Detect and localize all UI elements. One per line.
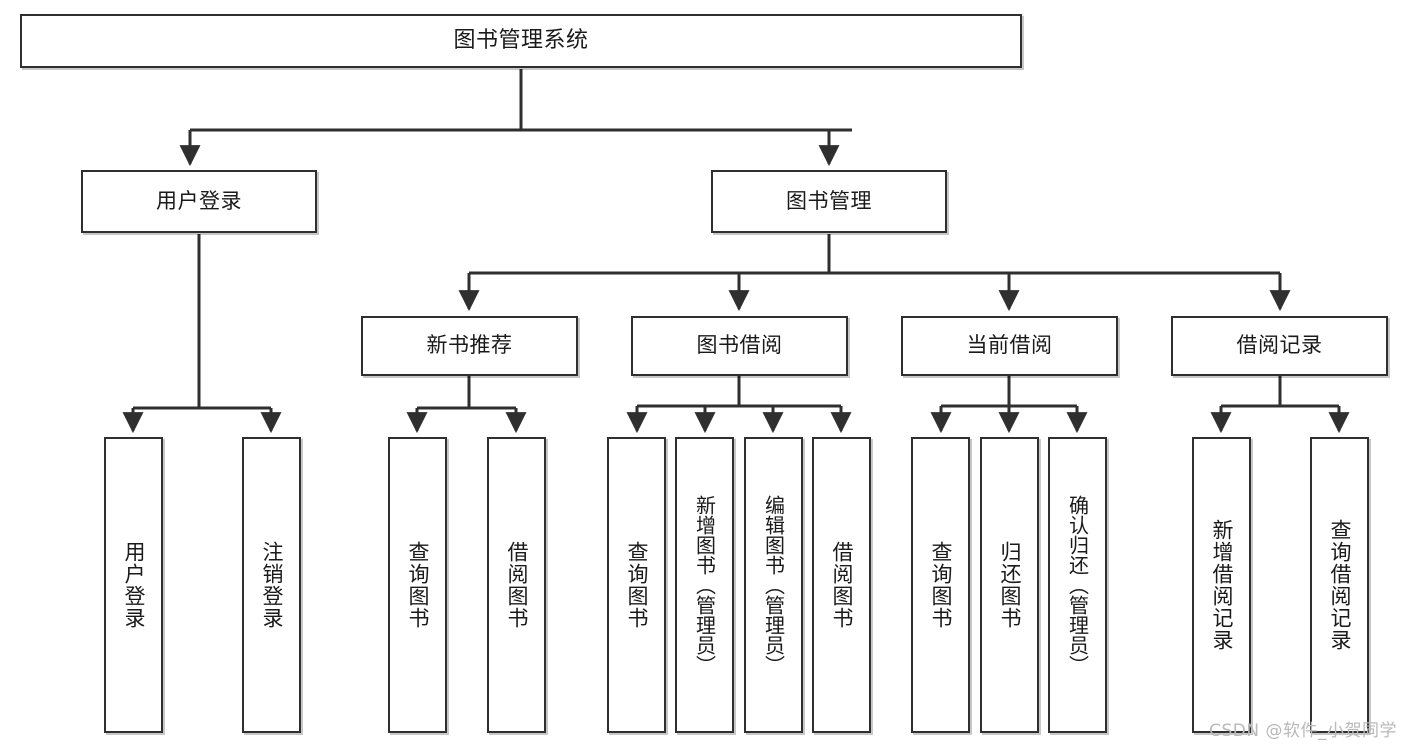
- node-user-login[interactable]: 用户登录: [81, 170, 317, 233]
- leaf-user-login-label: 用户登录: [122, 541, 146, 629]
- leaf-query-book-borrow[interactable]: 查询图书: [607, 437, 666, 733]
- leaf-query-book-current[interactable]: 查询图书: [911, 437, 970, 733]
- leaf-add-book-admin[interactable]: 新增图书（管理员）: [675, 437, 734, 733]
- leaf-logout-label: 注销登录: [260, 541, 284, 629]
- node-book-management[interactable]: 图书管理: [711, 170, 947, 233]
- node-borrow-record[interactable]: 借阅记录: [1171, 316, 1388, 376]
- leaf-query-book-borrow-label: 查询图书: [625, 541, 649, 629]
- leaf-add-borrow-record[interactable]: 新增借阅记录: [1192, 437, 1251, 733]
- node-user-login-label: 用户登录: [156, 188, 242, 213]
- node-new-book-recommend[interactable]: 新书推荐: [361, 316, 578, 376]
- leaf-borrow-book-borrow[interactable]: 借阅图书: [812, 437, 871, 733]
- leaf-query-book-recommend[interactable]: 查询图书: [388, 437, 447, 733]
- node-current-borrow[interactable]: 当前借阅: [901, 316, 1118, 376]
- leaf-query-borrow-record[interactable]: 查询借阅记录: [1310, 437, 1369, 733]
- leaf-confirm-return-admin[interactable]: 确认归还（管理员）: [1048, 437, 1107, 733]
- leaf-return-book[interactable]: 归还图书: [980, 437, 1039, 733]
- node-borrow-record-label: 借阅记录: [1236, 333, 1323, 358]
- leaf-borrow-book-recommend-label: 借阅图书: [505, 541, 529, 629]
- leaf-borrow-book-borrow-label: 借阅图书: [830, 541, 854, 629]
- node-book-borrow-label: 图书借阅: [696, 333, 783, 358]
- node-root[interactable]: 图书管理系统: [20, 14, 1022, 68]
- leaf-add-book-admin-label: 新增图书（管理员）: [692, 495, 717, 675]
- leaf-user-login[interactable]: 用户登录: [104, 437, 163, 733]
- leaf-query-borrow-record-label: 查询借阅记录: [1328, 519, 1352, 651]
- leaf-add-borrow-record-label: 新增借阅记录: [1210, 519, 1234, 651]
- leaf-query-book-current-label: 查询图书: [929, 541, 953, 629]
- leaf-logout[interactable]: 注销登录: [242, 437, 301, 733]
- node-book-management-label: 图书管理: [786, 188, 872, 213]
- leaf-return-book-label: 归还图书: [998, 541, 1022, 629]
- node-root-label: 图书管理系统: [453, 27, 589, 53]
- leaf-confirm-return-admin-label: 确认归还（管理员）: [1065, 495, 1090, 675]
- node-book-borrow[interactable]: 图书借阅: [631, 316, 848, 376]
- leaf-edit-book-admin-label: 编辑图书（管理员）: [761, 495, 786, 675]
- node-new-book-recommend-label: 新书推荐: [426, 333, 513, 358]
- leaf-edit-book-admin[interactable]: 编辑图书（管理员）: [744, 437, 803, 733]
- node-current-borrow-label: 当前借阅: [966, 333, 1053, 358]
- leaf-borrow-book-recommend[interactable]: 借阅图书: [487, 437, 546, 733]
- csdn-watermark: CSDN @软件_小贺同学: [1209, 721, 1397, 741]
- leaf-query-book-recommend-label: 查询图书: [406, 541, 430, 629]
